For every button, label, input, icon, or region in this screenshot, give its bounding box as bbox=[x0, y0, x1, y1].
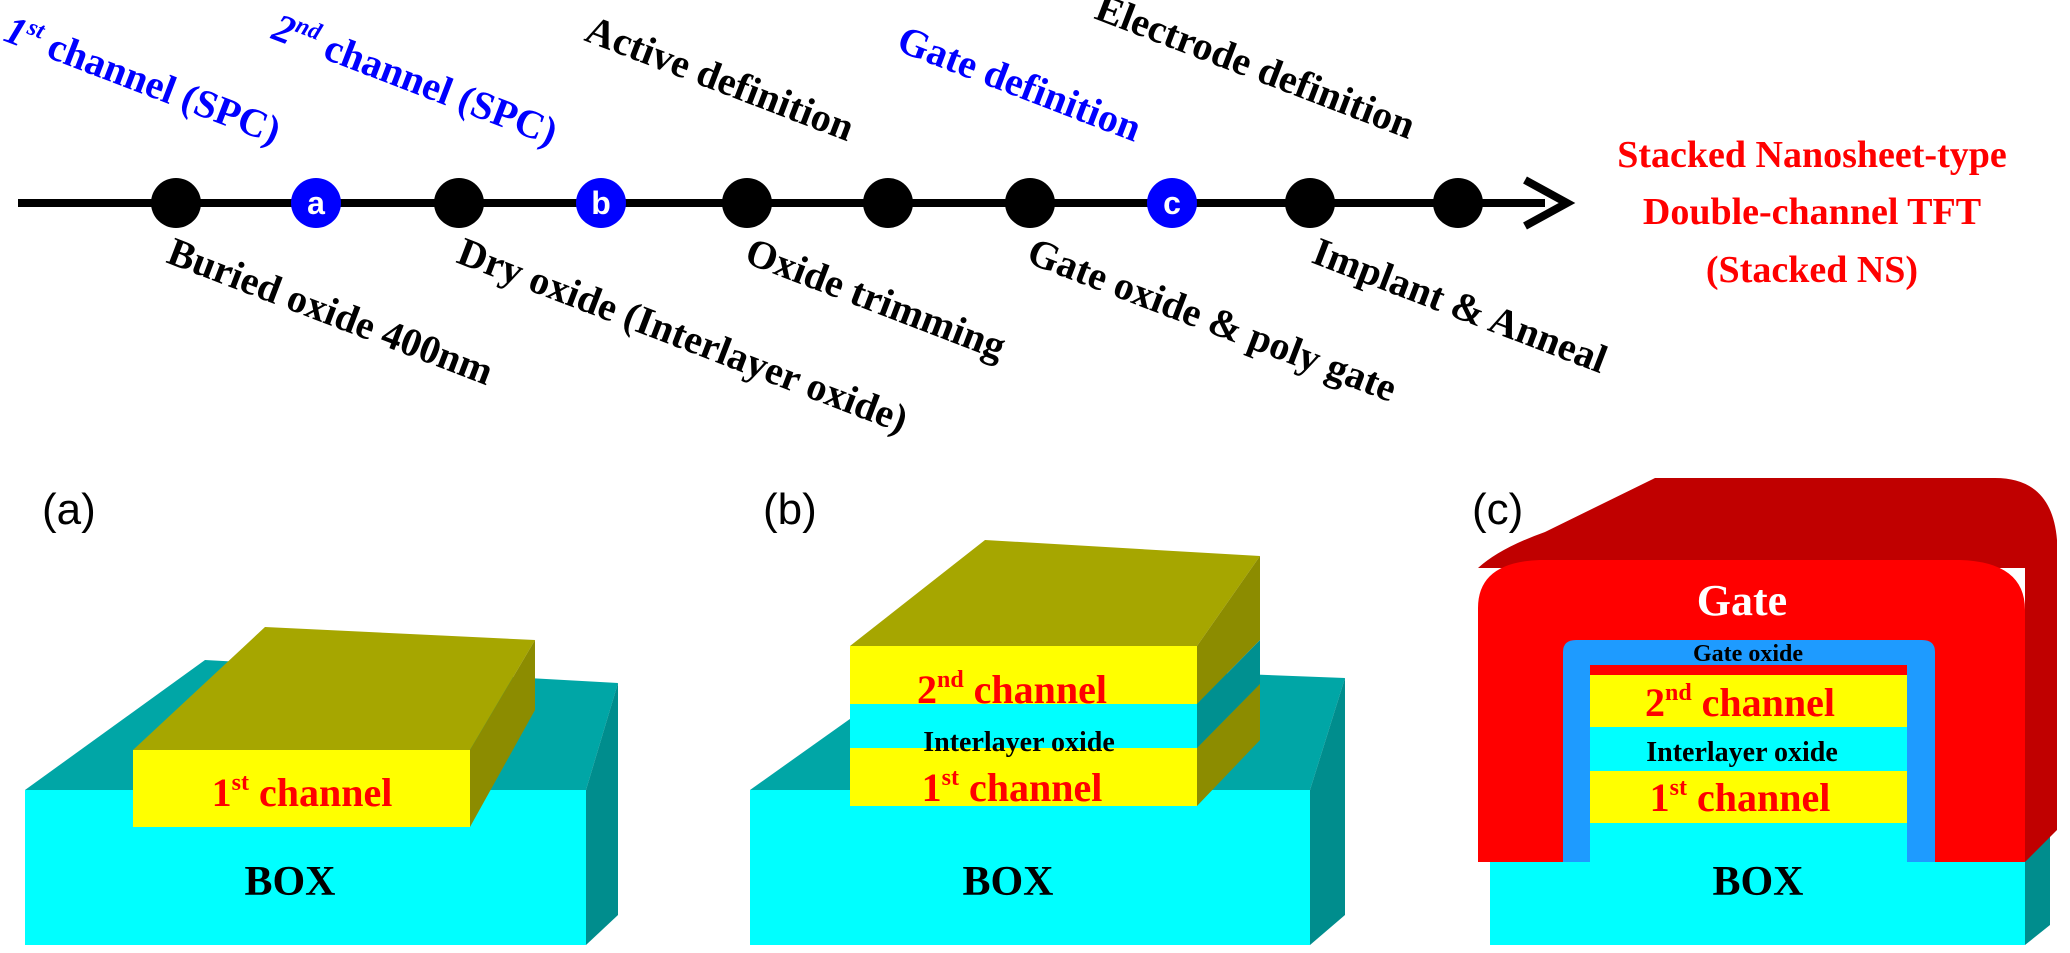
gate-top-face bbox=[1478, 478, 2057, 862]
lower-label-dry-oxide: Dry oxide (Interlayer oxide) bbox=[452, 228, 914, 441]
panel-b: (b) BOX 2nd channel Interlayer oxide 1st… bbox=[750, 485, 1345, 945]
channel1-front-face bbox=[1590, 771, 1907, 823]
box-front-face bbox=[750, 790, 1310, 945]
process-step-dot bbox=[1433, 178, 1483, 228]
interlayer-front-face bbox=[850, 704, 1197, 748]
process-step-dot bbox=[863, 178, 913, 228]
channel1-front-face bbox=[850, 748, 1197, 806]
panel-c-box-label: BOX bbox=[1712, 859, 1803, 905]
process-timeline: a b c 1st channel (SPC) 2nd channel (SPC… bbox=[0, 0, 2007, 442]
step-marker-b: b bbox=[576, 178, 626, 228]
panel-c-tag: (c) bbox=[1472, 485, 1523, 534]
panel-c-gate-oxide-label: Gate oxide bbox=[1693, 641, 1803, 667]
panel-a-box-label: BOX bbox=[244, 859, 335, 905]
step-marker-c-label: c bbox=[1163, 185, 1181, 221]
panel-c-interlayer-label: Interlayer oxide bbox=[1646, 737, 1838, 768]
upper-label-active-definition: Active definition bbox=[580, 6, 861, 150]
panel-c-gate-label: Gate bbox=[1697, 576, 1787, 625]
upper-label-1st-channel: 1st channel (SPC) bbox=[0, 6, 287, 153]
panel-c: (c) BOX Gate Gate oxide 2nd channel Inte… bbox=[1472, 478, 2057, 945]
channel2-front-face bbox=[850, 646, 1197, 704]
channel2-front-face bbox=[1590, 675, 1907, 727]
step-marker-b-label: b bbox=[591, 185, 611, 221]
stack-side-lower bbox=[1197, 684, 1260, 806]
box-side-face bbox=[1310, 678, 1345, 945]
result-device-title: Stacked Nanosheet-type Double-channel TF… bbox=[1617, 134, 2006, 291]
result-line-3: (Stacked NS) bbox=[1706, 249, 1918, 291]
panel-b-channel1-label: 1st channel bbox=[922, 765, 1103, 810]
step-marker-a: a bbox=[291, 178, 341, 228]
upper-label-gate-definition: Gate definition bbox=[892, 16, 1148, 150]
box-side-face bbox=[586, 683, 618, 945]
channel1-side-face bbox=[470, 640, 535, 827]
upper-label-2nd-channel: 2nd channel (SPC) bbox=[266, 4, 564, 154]
process-step-dot bbox=[1285, 178, 1335, 228]
panel-b-tag: (b) bbox=[763, 485, 817, 534]
panel-c-channel2-label: 2nd channel bbox=[1645, 680, 1835, 725]
panel-a-channel1-label: 1st channel bbox=[212, 770, 393, 815]
timeline-arrowhead bbox=[1523, 176, 1576, 230]
stack-top-face bbox=[850, 540, 1260, 646]
panel-b-box-label: BOX bbox=[962, 859, 1053, 905]
panel-a-tag: (a) bbox=[42, 485, 96, 534]
process-step-dot bbox=[434, 178, 484, 228]
process-step-dot bbox=[151, 178, 201, 228]
lower-label-buried-oxide: Buried oxide 400nm bbox=[162, 228, 500, 393]
panel-a: (a) BOX 1st channel bbox=[25, 485, 618, 945]
process-step-dot bbox=[722, 178, 772, 228]
gate-oxide-liner bbox=[1563, 640, 1935, 862]
panel-c-channel1-label: 1st channel bbox=[1650, 775, 1831, 820]
process-step-dot bbox=[1005, 178, 1055, 228]
stack-side-middle bbox=[1197, 640, 1260, 748]
step-marker-a-label: a bbox=[307, 185, 325, 221]
channel1-top-face bbox=[133, 627, 535, 750]
panel-b-channel2-label: 2nd channel bbox=[917, 667, 1107, 712]
stack-side-upper bbox=[1197, 556, 1260, 704]
step-marker-c: c bbox=[1147, 178, 1197, 228]
channel1-front-face bbox=[133, 750, 470, 827]
result-line-1: Stacked Nanosheet-type bbox=[1617, 134, 2006, 176]
interlayer-front-face bbox=[1590, 727, 1907, 771]
panel-b-interlayer-label: Interlayer oxide bbox=[923, 727, 1115, 758]
result-line-2: Double-channel TFT bbox=[1643, 191, 1981, 233]
